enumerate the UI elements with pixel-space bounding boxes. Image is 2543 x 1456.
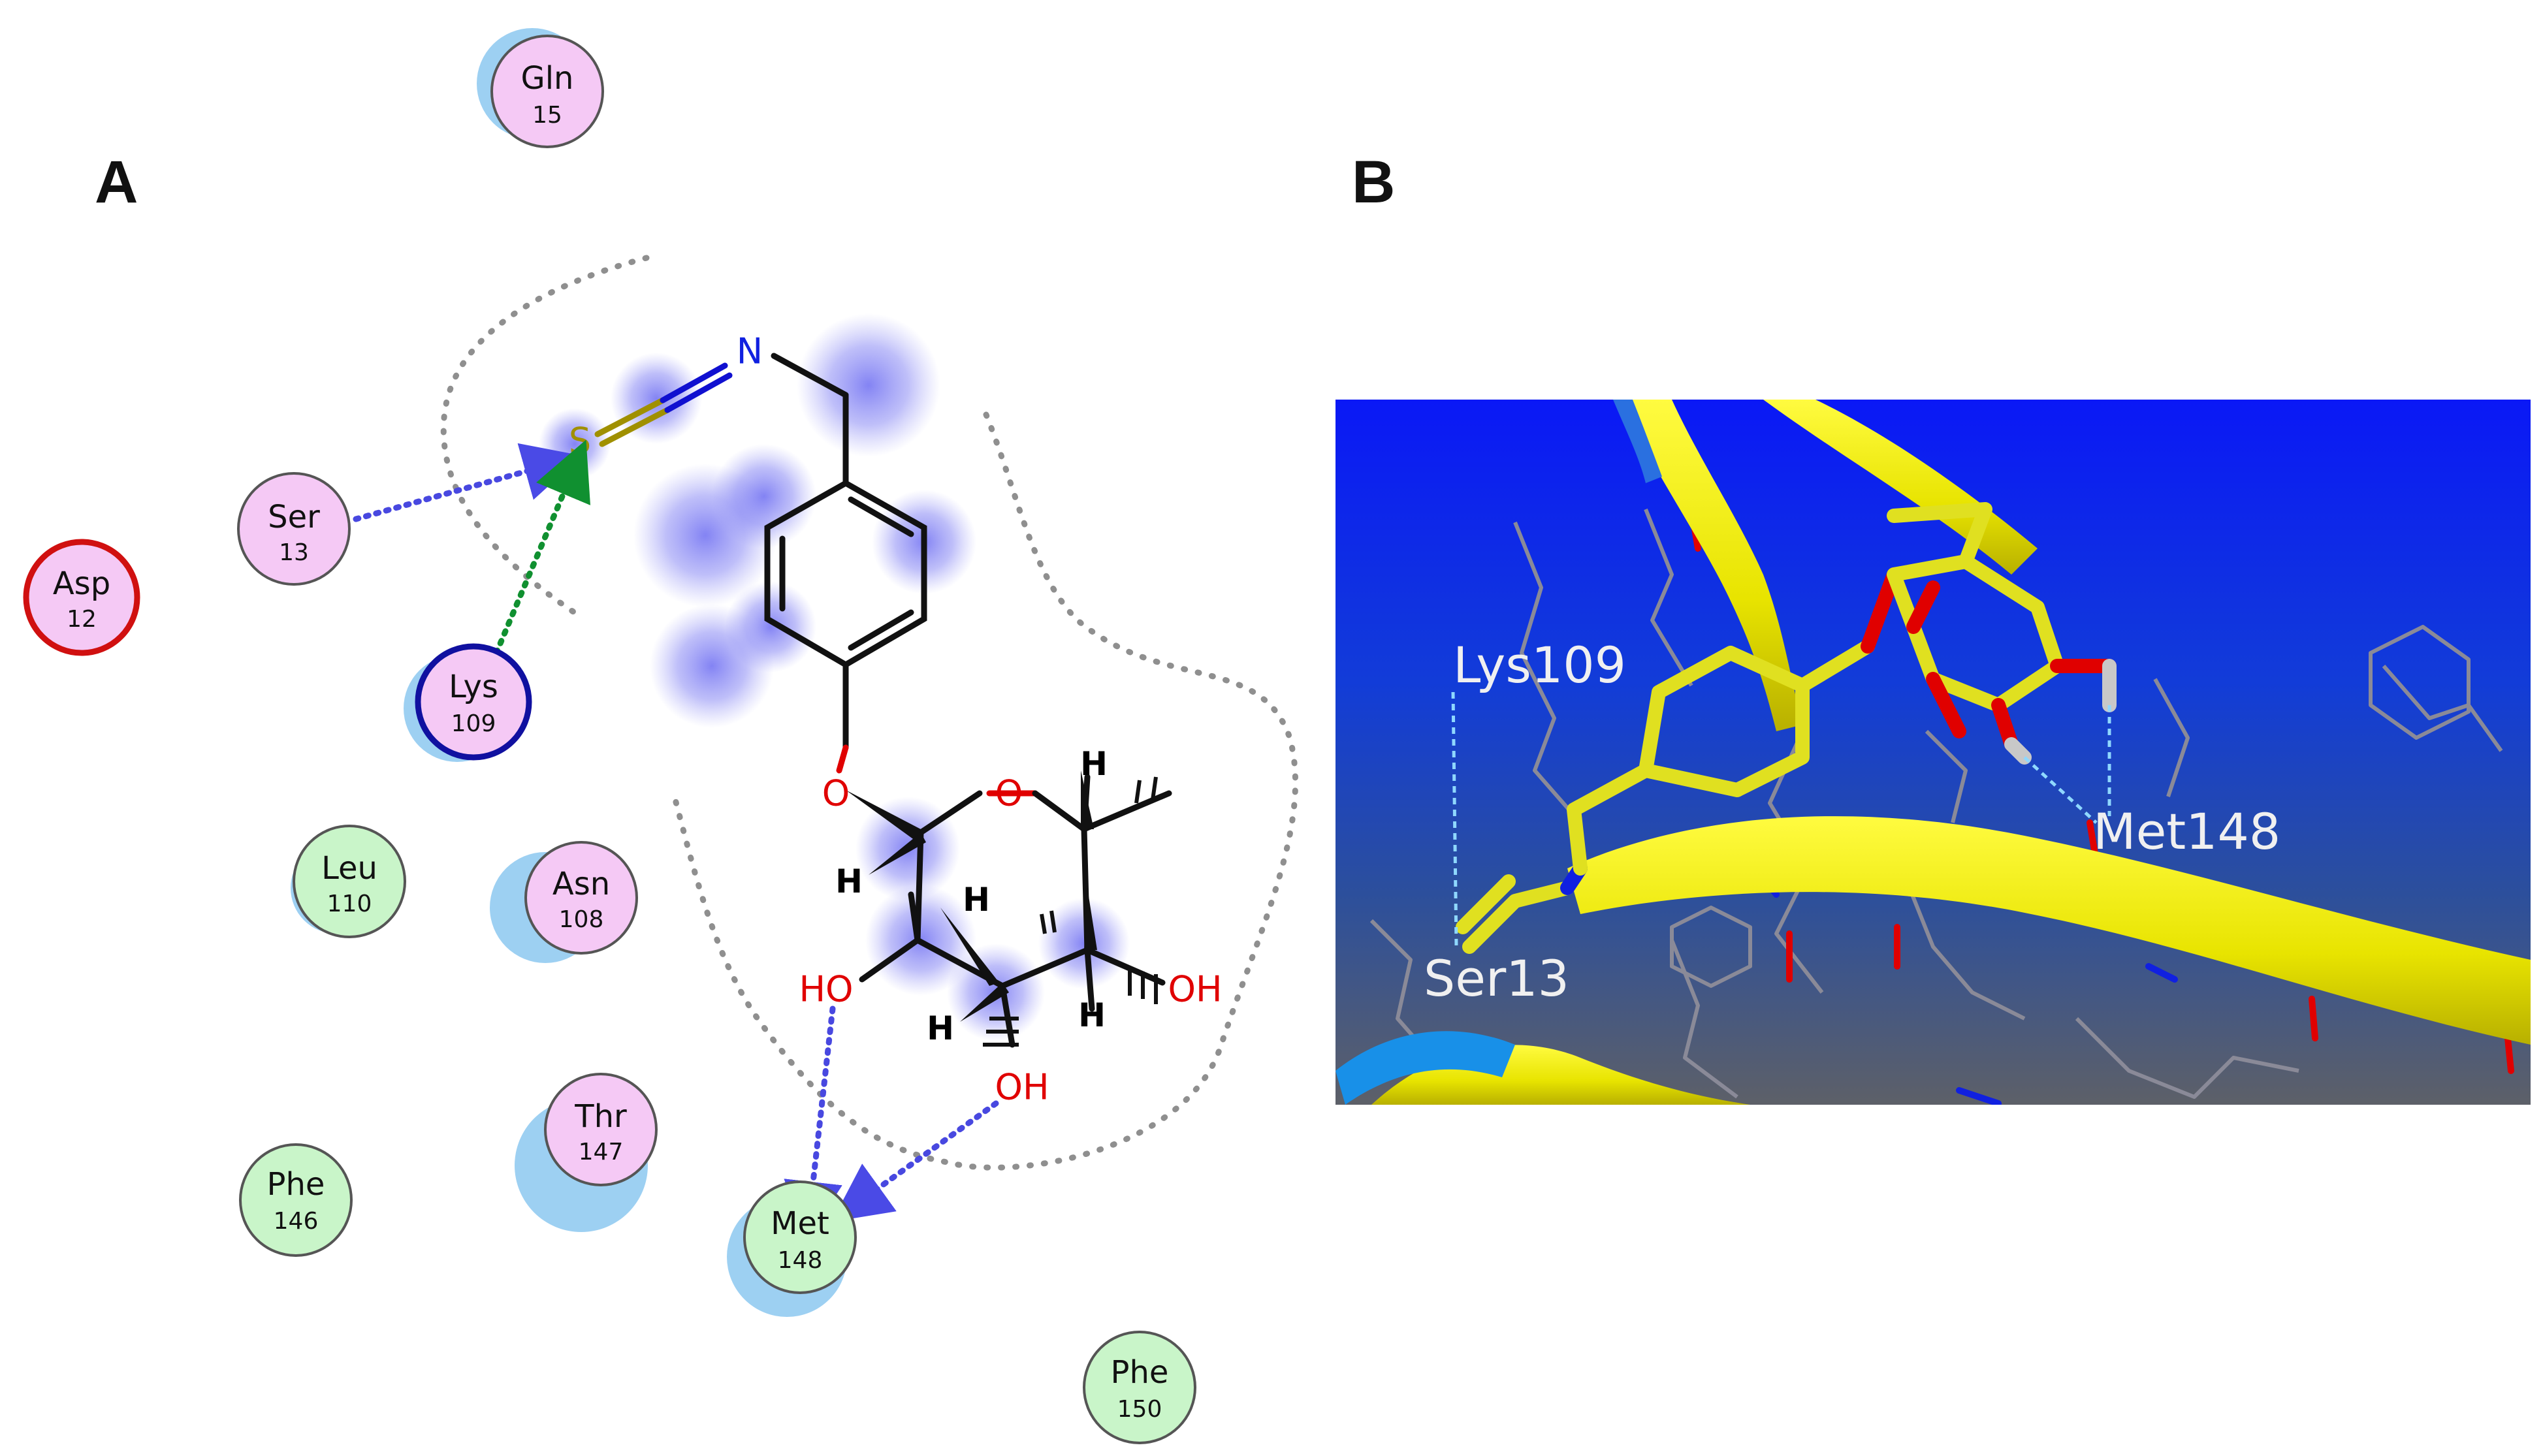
hydrogen-c5: H: [1080, 745, 1108, 783]
hbond-met148-b: [831, 1100, 999, 1222]
residue-asp12: Asp 12: [23, 539, 140, 656]
label-met148: Met148: [2093, 802, 2280, 861]
protein-ribbons: [1335, 400, 2531, 1105]
svg-text:Leu: Leu: [321, 850, 377, 887]
residue-phe150: Phe 150: [1083, 1331, 1196, 1444]
hbond-met148-a: [784, 1005, 842, 1241]
svg-text:13: 13: [279, 539, 309, 566]
sulfur-atom: S: [569, 420, 591, 462]
hydrogen-c1: H: [835, 863, 863, 900]
svg-text:Asn: Asn: [552, 866, 610, 902]
ligand-hashes: [983, 776, 1158, 1047]
residue-lys109: Lys 109: [415, 643, 532, 761]
svg-text:Phe: Phe: [267, 1166, 325, 1203]
label-lys109: Lys109: [1453, 636, 1626, 694]
ligand-atoms: S N O O HO OH OH H H H H H: [569, 331, 1223, 1108]
hbond-lys109: [493, 439, 591, 656]
svg-text:150: 150: [1117, 1396, 1162, 1423]
svg-text:12: 12: [67, 606, 97, 633]
svg-text:108: 108: [559, 906, 604, 933]
svg-text:Thr: Thr: [574, 1098, 627, 1135]
hbonds-3d: [1451, 691, 2111, 947]
binding-pocket-outline: [440, 255, 1299, 1171]
hydroxyl-left: HO: [799, 969, 853, 1010]
svg-text:Met: Met: [771, 1205, 829, 1242]
svg-text:109: 109: [451, 710, 496, 737]
ligand-exposure-blobs: [539, 313, 1130, 1041]
residue-asn108: Asn 108: [524, 841, 638, 955]
svg-text:Asp: Asp: [53, 565, 110, 602]
ring-oxygen: O: [995, 773, 1023, 814]
protein-sticks: [1369, 508, 2503, 1099]
svg-text:147: 147: [579, 1139, 624, 1165]
hydrogen-c3: H: [927, 1009, 954, 1047]
residue-thr147: Thr 147: [544, 1073, 658, 1186]
nitrogen-atom: N: [737, 331, 763, 372]
residue-leu110: Leu 110: [293, 825, 406, 938]
panel-b-label: B: [1352, 149, 1395, 215]
structure-3d-view: Lys109 Met148 Ser13: [1335, 400, 2531, 1105]
svg-text:Ser: Ser: [268, 499, 320, 535]
hbond-ser13: [353, 443, 583, 522]
interactions: [353, 439, 999, 1241]
hydroxyl-bottom: OH: [995, 1067, 1049, 1108]
linker-oxygen: O: [822, 773, 850, 814]
svg-text:148: 148: [778, 1247, 823, 1274]
ligand-sticks: [1456, 502, 2117, 954]
residue-gln15: Gln 15: [490, 35, 604, 148]
svg-text:15: 15: [532, 102, 562, 129]
svg-text:Gln: Gln: [521, 60, 574, 97]
svg-text:Phe: Phe: [1111, 1354, 1169, 1391]
panel-a-label: A: [95, 149, 138, 215]
svg-text:146: 146: [274, 1208, 319, 1235]
hydroxyl-right: OH: [1168, 969, 1222, 1010]
residue-met148: Met 148: [743, 1180, 857, 1294]
svg-text:Lys: Lys: [449, 669, 498, 705]
residue-phe146: Phe 146: [239, 1143, 353, 1257]
ligand-wedges: [846, 770, 1097, 1022]
svg-text:110: 110: [327, 891, 372, 917]
hydrogen-c4: H: [1078, 996, 1106, 1034]
residue-ser13: Ser 13: [237, 472, 351, 586]
label-ser13: Ser13: [1424, 949, 1569, 1007]
hydrogen-c2: H: [963, 881, 990, 919]
